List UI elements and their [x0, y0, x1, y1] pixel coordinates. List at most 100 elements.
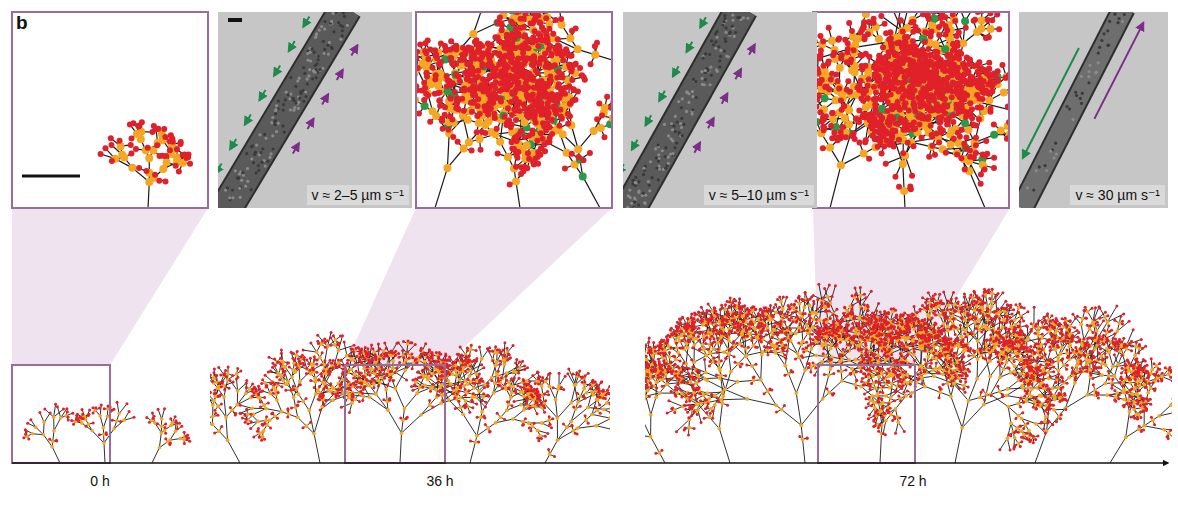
- hyphal-tip: [188, 385, 191, 388]
- hyphal-tip: [192, 403, 195, 406]
- hyphal-tip: [234, 414, 237, 417]
- hyphal-tip: [55, 440, 58, 443]
- branch-node: [565, 425, 569, 429]
- branch-node: [247, 387, 251, 391]
- hyphal-tip: [67, 418, 70, 421]
- branch-node: [187, 422, 191, 426]
- hyphal-tip: [22, 436, 25, 439]
- hypha-line: [545, 440, 557, 463]
- branch-node: [250, 406, 254, 410]
- hyphal-tip: [228, 387, 231, 390]
- branch-node: [569, 401, 573, 405]
- branch-node: [313, 380, 317, 384]
- branch-node: [428, 403, 432, 407]
- branch-node: [201, 397, 205, 401]
- branch-node: [472, 386, 476, 390]
- hypha-line: [469, 345, 471, 359]
- hypha-line: [253, 409, 266, 415]
- branch-node: [168, 438, 172, 442]
- branch-node: [193, 391, 197, 395]
- hypha-line: [209, 392, 210, 395]
- hypha-line: [613, 428, 628, 430]
- hyphal-tip: [174, 420, 177, 423]
- branch-node: [246, 412, 250, 416]
- hypha-line: [186, 422, 187, 425]
- hypha-line: [400, 433, 401, 463]
- hyphal-tip: [206, 370, 209, 373]
- branch-node: [423, 360, 427, 364]
- branch-node: [505, 408, 509, 412]
- hypha-line: [592, 414, 610, 418]
- branch-node: [611, 428, 615, 432]
- branch-node: [509, 396, 513, 400]
- branch-node: [90, 429, 94, 433]
- hyphal-tip: [125, 402, 128, 405]
- branch-node: [301, 399, 305, 403]
- branch-node: [244, 391, 248, 395]
- hypha-line: [182, 411, 199, 412]
- hypha-line: [187, 382, 202, 387]
- hypha-line: [201, 398, 203, 403]
- hyphal-tip: [218, 395, 221, 398]
- branch-node: [185, 420, 189, 424]
- hyphal-tip: [189, 425, 192, 428]
- branch-node: [52, 415, 56, 419]
- hyphal-tip: [206, 389, 209, 392]
- branch-node: [402, 407, 406, 411]
- hyphal-tip: [231, 374, 234, 377]
- branch-node: [42, 421, 46, 425]
- hyphal-tip: [71, 412, 74, 415]
- hyphal-tip: [225, 375, 228, 378]
- hypha-line: [177, 403, 181, 404]
- branch-node: [211, 422, 215, 426]
- hyphal-tip: [229, 406, 232, 409]
- hyphal-tip: [200, 384, 203, 387]
- hyphal-tip: [176, 427, 179, 430]
- branch-node: [368, 395, 372, 399]
- hyphal-tip: [100, 404, 103, 407]
- branch-node: [590, 412, 594, 416]
- hypha-line: [610, 418, 623, 426]
- branch-node: [262, 429, 266, 433]
- branch-node: [115, 419, 119, 423]
- hypha-line: [180, 400, 185, 411]
- hyphal-tip: [239, 369, 242, 372]
- hypha-line: [610, 408, 618, 419]
- branch-node: [281, 379, 285, 383]
- branch-node: [334, 338, 338, 342]
- branch-node: [222, 395, 226, 399]
- branch-node: [260, 434, 264, 438]
- hypha-line: [189, 423, 190, 426]
- hypha-line: [202, 388, 214, 401]
- hyphal-tip: [188, 440, 191, 443]
- branch-node: [391, 366, 395, 370]
- hyphal-tip: [76, 413, 79, 416]
- hyphal-tip: [178, 393, 181, 396]
- hyphal-tip: [157, 408, 160, 411]
- hypha-line: [205, 395, 208, 397]
- hyphal-tip: [169, 434, 172, 437]
- branch-node: [459, 396, 463, 400]
- hyphal-tip: [176, 401, 179, 404]
- hyphal-tip: [223, 388, 226, 391]
- branch-node: [186, 409, 190, 413]
- hypha-line: [159, 433, 161, 448]
- hyphal-tip: [213, 392, 216, 395]
- branch-node: [351, 358, 355, 362]
- hyphal-tip: [201, 418, 204, 421]
- hyphal-tip: [180, 425, 183, 428]
- branch-node: [575, 426, 579, 430]
- branch-node: [333, 343, 337, 347]
- hyphal-tip: [116, 401, 119, 404]
- hypha-line: [277, 400, 282, 412]
- hyphal-tip: [183, 414, 186, 417]
- hypha-line: [502, 364, 504, 378]
- branch-node: [370, 367, 374, 371]
- hypha-line: [100, 416, 103, 428]
- hyphal-tip: [164, 432, 167, 435]
- branch-node: [555, 416, 559, 420]
- hyphal-tip: [219, 374, 222, 377]
- hypha-line: [309, 394, 315, 410]
- branch-node: [579, 394, 583, 398]
- hypha-line: [209, 392, 210, 395]
